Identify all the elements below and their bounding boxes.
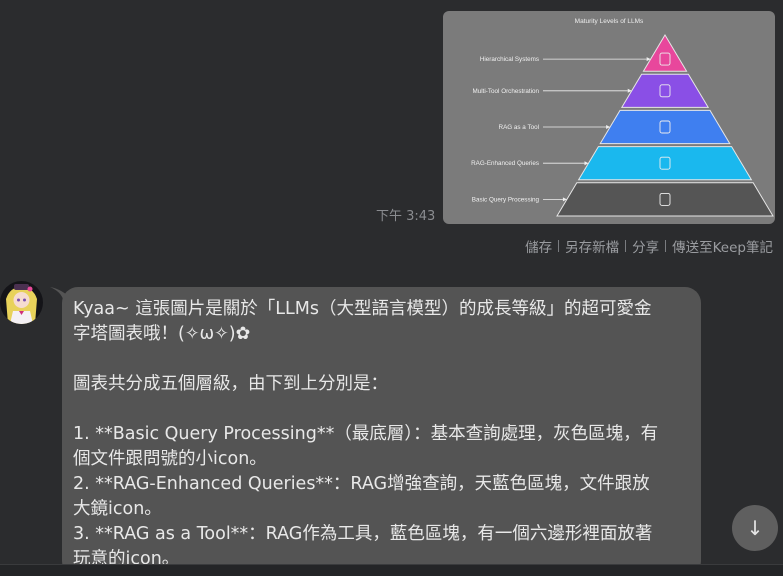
arrow-head-icon bbox=[562, 197, 567, 202]
pyramid-chart: Maturity Levels of LLMs Hierarchical Sys… bbox=[471, 18, 774, 217]
message-line bbox=[73, 347, 690, 372]
divider bbox=[558, 240, 560, 252]
level-label: Hierarchical Systems bbox=[480, 56, 539, 63]
level-icon bbox=[659, 156, 671, 170]
level-label: Basic Query Processing bbox=[472, 196, 540, 203]
message-time: 下午 3:43 bbox=[376, 209, 436, 224]
pyramid-level bbox=[620, 73, 710, 108]
message-line: 1. **Basic Query Processing**（最底層）：基本查詢處… bbox=[73, 424, 659, 444]
pyramid-level bbox=[599, 109, 731, 145]
pyramid-level bbox=[577, 146, 753, 181]
arrow-head-icon bbox=[584, 161, 589, 166]
arrow-head-icon bbox=[606, 125, 611, 129]
scroll-to-bottom-button[interactable]: ↓ bbox=[732, 505, 778, 551]
arrow-down-icon: ↓ bbox=[746, 516, 764, 540]
level-label: Multi-Tool Orchestration bbox=[473, 88, 540, 95]
level-icon bbox=[659, 120, 671, 134]
arrow-head-icon bbox=[646, 57, 651, 62]
pyramid-level bbox=[556, 182, 774, 217]
save-link[interactable]: 儲存 bbox=[525, 240, 553, 256]
message-line: 圖表共分成五個層級，由下到上分別是： bbox=[73, 374, 388, 394]
message-line: 大鏡icon。 bbox=[73, 499, 162, 519]
arrow-head-icon bbox=[627, 88, 632, 93]
level-label: RAG-Enhanced Queries bbox=[471, 160, 539, 167]
level-label: RAG as a Tool bbox=[499, 124, 539, 131]
level-icon bbox=[659, 52, 671, 66]
level-icon bbox=[659, 192, 671, 206]
input-area-edge bbox=[0, 564, 783, 576]
reply-message-bubble: Kyaa~ 這張圖片是關於「LLMs（大型語言模型）的成長等級」的超可愛金字塔圖… bbox=[62, 287, 701, 576]
image-attachment[interactable]: Maturity Levels of LLMs Hierarchical Sys… bbox=[443, 11, 775, 224]
send-to-keep-link[interactable]: 傳送至Keep筆記 bbox=[672, 240, 773, 256]
avatar[interactable] bbox=[0, 281, 43, 324]
save-as-link[interactable]: 另存新檔 bbox=[565, 240, 620, 256]
message-line: 字塔圖表哦！(✧ω✧)✿ bbox=[73, 324, 251, 344]
chart-title: Maturity Levels of LLMs bbox=[575, 18, 644, 25]
divider bbox=[625, 240, 627, 252]
message-line bbox=[73, 397, 690, 422]
share-link[interactable]: 分享 bbox=[632, 240, 660, 256]
message-line: 2. **RAG-Enhanced Queries**：RAG增強查詢，天藍色區… bbox=[73, 474, 650, 494]
message-line: 3. **RAG as a Tool**：RAG作為工具，藍色區塊，有一個六邊形… bbox=[73, 524, 653, 544]
anime-girl-avatar-icon bbox=[6, 284, 37, 324]
message-line: 個文件跟問號的小icon。 bbox=[73, 449, 267, 469]
level-icon bbox=[659, 84, 671, 98]
image-actions: 儲存 另存新檔 分享 傳送至Keep筆記 bbox=[525, 236, 773, 256]
message-line: Kyaa~ 這張圖片是關於「LLMs（大型語言模型）的成長等級」的超可愛金 bbox=[73, 299, 652, 319]
divider bbox=[665, 240, 667, 252]
